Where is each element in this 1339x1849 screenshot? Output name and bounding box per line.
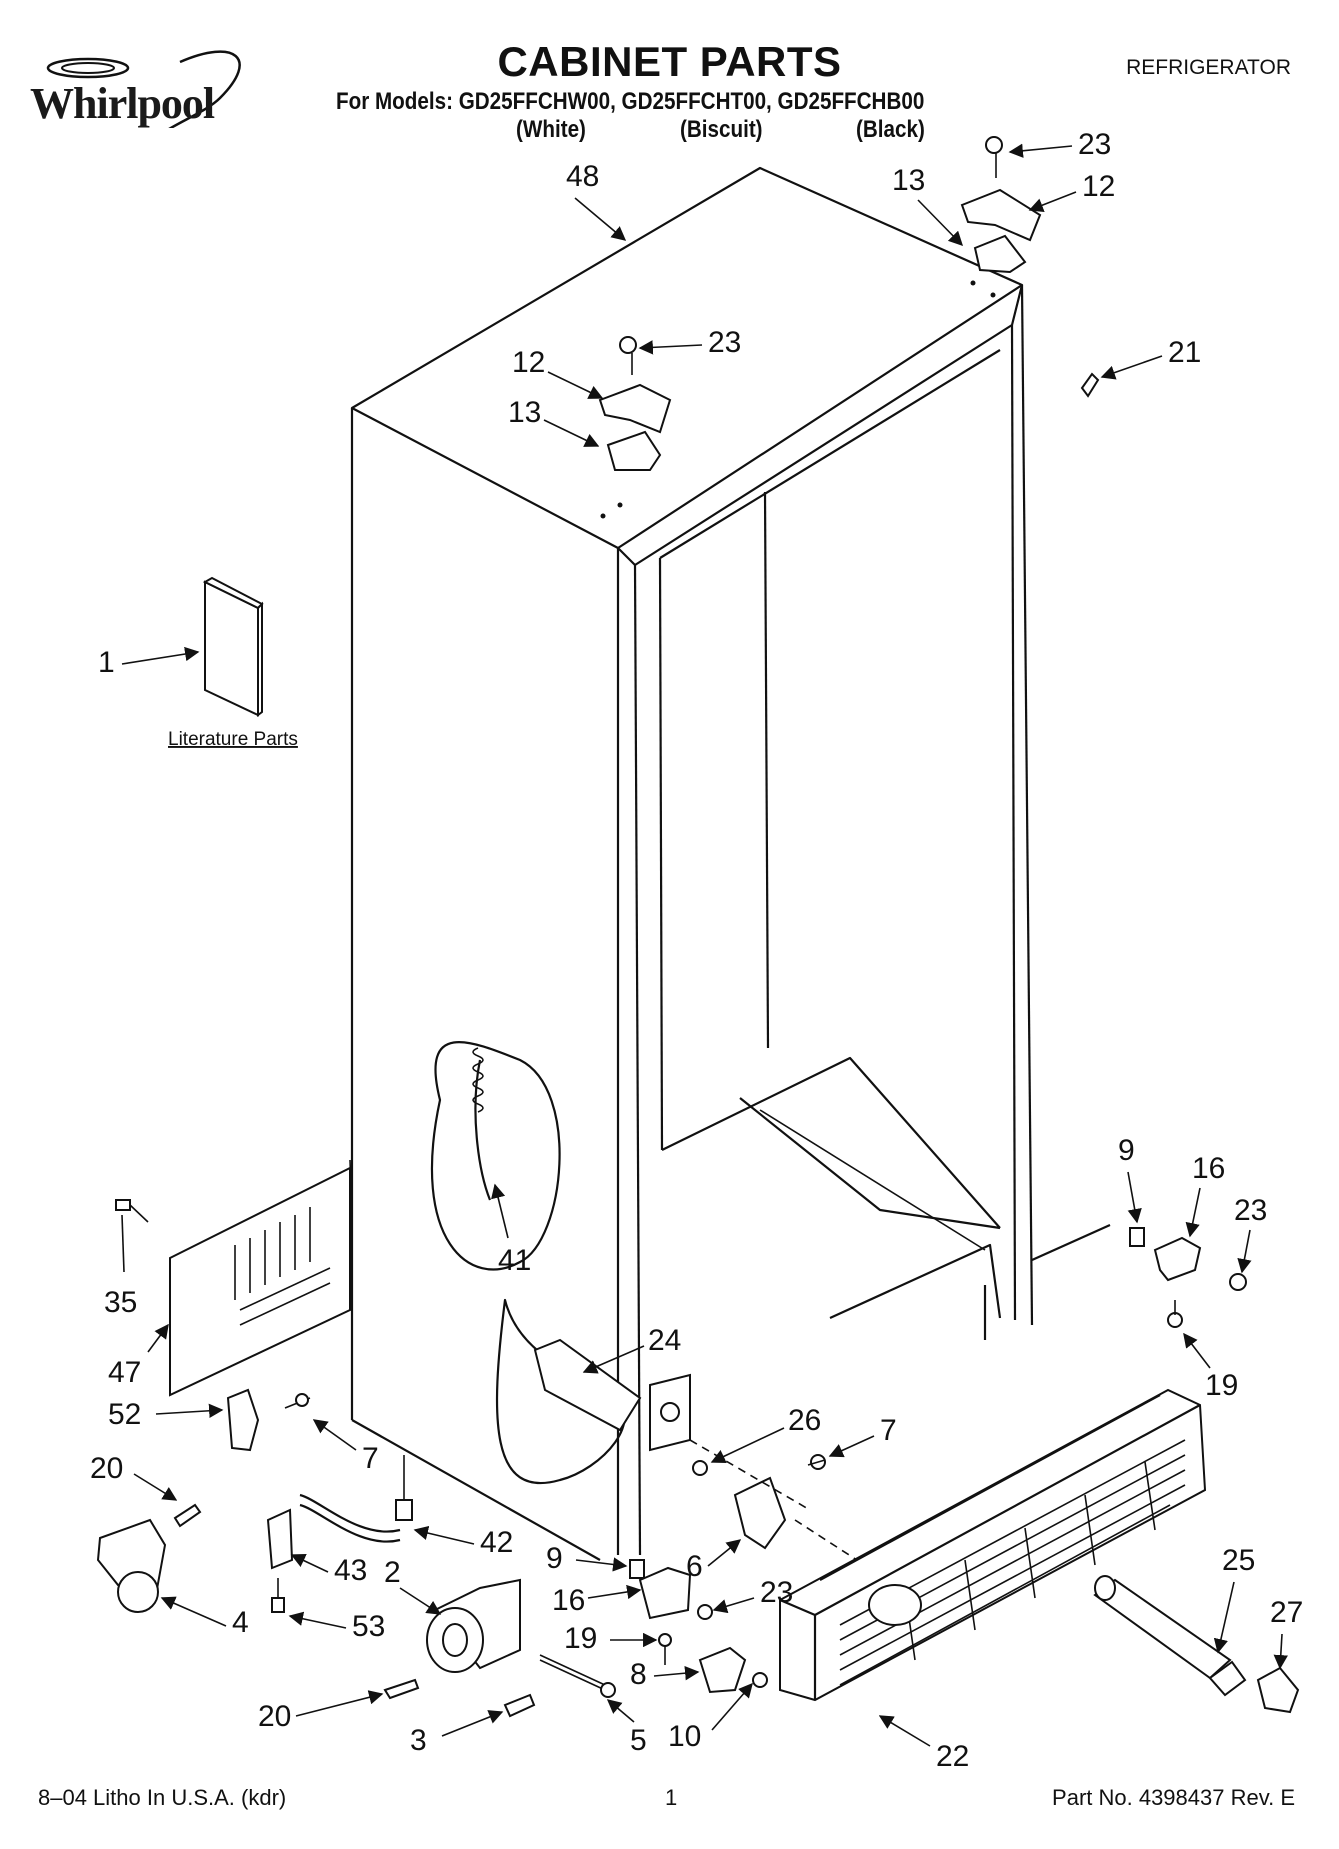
callout-27: 27 [1270,1596,1303,1629]
callout-53: 53 [352,1610,385,1643]
variant-biscuit: (Biscuit) [680,116,763,143]
callout-24: 24 [648,1324,681,1357]
models-line: For Models: GD25FFCHW00, GD25FFCHT00, GD… [336,88,925,115]
callout-43: 43 [334,1554,367,1587]
callout-23-top-left: 23 [708,326,741,359]
screw-part-19b [658,1633,672,1647]
callout-10: 10 [668,1720,701,1753]
brand-name: Whirlpool [30,79,215,128]
callout-25: 25 [1222,1544,1255,1577]
callout-21: 21 [1168,336,1201,369]
filter-cap-part-27 [1256,1666,1300,1714]
callout-3: 3 [410,1724,427,1757]
logo-swirl-icon [46,50,241,128]
callout-13-top-left: 13 [508,396,541,429]
bracket-part-6 [733,1476,787,1550]
page-title: CABINET PARTS [497,38,842,85]
callouts: 48 23 12 13 21 23 12 13 1 41 9 16 23 19 … [90,128,1303,1773]
hinge-part-16b [638,1566,692,1620]
callout-19-right: 19 [1205,1369,1238,1402]
callout-35: 35 [104,1286,137,1319]
callout-26: 26 [788,1404,821,1437]
cutaway-view [430,1041,561,1271]
screw-part-23c [1229,1273,1247,1291]
callout-20-lower: 20 [258,1700,291,1733]
toe-grille-part-22 [779,1388,1207,1702]
variant-black: (Black) [856,116,925,143]
callout-8: 8 [630,1658,647,1691]
callout-12-top-left: 12 [512,346,545,379]
screw-part-10 [752,1672,768,1688]
callout-9-lower: 9 [546,1542,563,1575]
bolt-part-3 [503,1693,536,1718]
callout-48: 48 [566,160,599,193]
hinge-part-16a [1153,1236,1202,1282]
callout-6: 6 [686,1550,703,1583]
drain-spring-part [472,1047,484,1113]
part-number: Part No. 4398437 Rev. E [1052,1785,1295,1810]
drain-tube-part-42 [299,1455,413,1543]
callout-52: 52 [108,1398,141,1431]
caster-part-4 [96,1518,167,1613]
callout-1: 1 [98,646,115,679]
pin-part-20b [383,1678,420,1700]
pin-part-20a [173,1503,202,1528]
literature-parts-label: Literature Parts [168,729,298,750]
callout-20-upper: 20 [90,1452,123,1485]
callout-23-top-right: 23 [1078,128,1111,161]
variant-white: (White) [516,116,586,143]
callout-41: 41 [498,1244,531,1277]
clamp-part-43 [266,1508,294,1570]
page-number: 1 [665,1785,678,1810]
compressor-bracket-part-24 [533,1338,691,1452]
rear-access-cover [169,1166,351,1397]
literature-booklet [202,576,264,717]
callout-23-right: 23 [1234,1194,1267,1227]
callout-5: 5 [630,1724,647,1757]
clip-part-21 [1080,372,1100,398]
callout-47: 47 [108,1356,141,1389]
callout-9-right: 9 [1118,1134,1135,1167]
bracket-part-52 [226,1388,260,1452]
callout-7-right: 7 [880,1414,897,1447]
bolt-part-5 [539,1654,606,1686]
shim-part-9a [1129,1227,1145,1247]
hinge-top-left [598,336,672,471]
screw-part-35 [115,1199,149,1223]
callout-19-lower: 19 [564,1622,597,1655]
screw-part-19a [1167,1312,1183,1328]
callout-2: 2 [384,1556,401,1589]
callout-12-top-right: 12 [1082,170,1115,203]
shim-part-9b [629,1559,645,1579]
callout-22: 22 [936,1740,969,1773]
callout-16-right: 16 [1192,1152,1225,1185]
whirlpool-logo: Whirlpool [30,50,241,129]
callout-23-lower: 23 [760,1576,793,1609]
product-category: REFRIGERATOR [1126,56,1291,79]
roller-assembly-part-2 [426,1578,521,1673]
callout-7-left: 7 [362,1442,379,1475]
screw-part-26 [692,1460,708,1476]
callout-42: 42 [480,1526,513,1559]
cabinet-shell [349,166,1111,1561]
print-info: 8–04 Litho In U.S.A. (kdr) [38,1785,287,1810]
screw-part-23d [697,1604,713,1620]
callout-16-lower: 16 [552,1584,585,1617]
callout-4: 4 [232,1606,249,1639]
callout-13-top-right: 13 [892,164,925,197]
water-filter-part-25 [1093,1575,1247,1697]
bracket-part-8 [698,1646,747,1694]
hinge-top-right [960,136,1042,274]
